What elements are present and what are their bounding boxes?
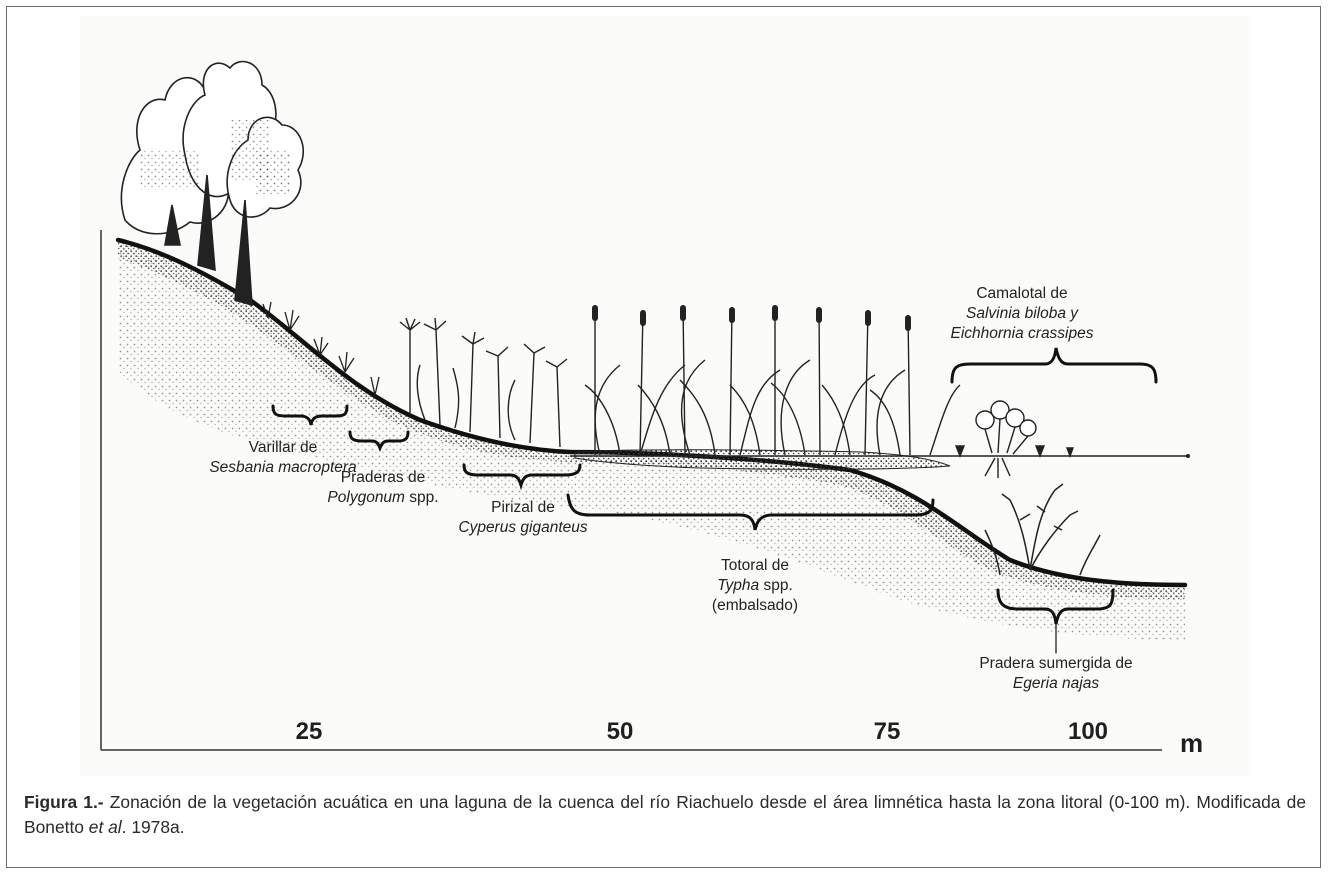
label-pradera-line2: Egeria najas (1012, 675, 1100, 692)
label-praderas-spp: spp. (404, 489, 439, 506)
axis-tick-25: 25 (295, 718, 323, 745)
grass-tufts (262, 301, 380, 396)
label-camalotal-line2: Salvinia biloba y (965, 305, 1078, 322)
label-totoral-spp: spp. (759, 577, 793, 594)
label-pirizal-line1: Pirizal de (491, 499, 555, 516)
egeria-plants (984, 483, 1101, 576)
axis-unit: m (1180, 728, 1204, 758)
label-pradera-sumergida: Pradera sumergida de Egeria najas (956, 654, 1156, 694)
label-pradera-line1: Pradera sumergida de (979, 655, 1133, 672)
figure-caption: Figura 1.- Zonación de la vegetación acu… (24, 790, 1306, 840)
label-camalotal: Camalotal de Salvinia biloba y Eichhorni… (932, 284, 1112, 344)
label-camalotal-line1: Camalotal de (976, 285, 1068, 302)
label-totoral-line3: (embalsado) (711, 597, 799, 614)
label-praderas-line1: Praderas de (340, 469, 426, 486)
label-varillar-line2: Sesbania macroptera (209, 459, 357, 476)
typha-reeds (584, 304, 961, 456)
label-totoral: Totoral de Typha spp. (embalsado) (680, 556, 830, 616)
axes (100, 230, 1162, 751)
caption-text: Zonación de la vegetación acuática en un… (24, 792, 1306, 837)
label-praderas-genus: Polygonum (327, 489, 405, 506)
axis-tick-100: 100 (1067, 718, 1109, 745)
typha-heads (592, 305, 911, 331)
label-totoral-line1: Totoral de (720, 557, 790, 574)
caption-tail: . 1978a. (121, 817, 185, 837)
floating-plants (954, 400, 1075, 478)
label-totoral-genus: Typha (717, 577, 760, 594)
label-pirizal-line2: Cyperus giganteus (458, 519, 588, 536)
axis-tick-50: 50 (606, 718, 634, 745)
caption-etal: et al (88, 817, 122, 837)
cyperus-plants (399, 317, 568, 448)
label-camalotal-line3: Eichhornia crassipes (950, 325, 1094, 342)
caption-label: Figura 1.- (24, 792, 104, 812)
label-varillar-line1: Varillar de (248, 439, 318, 456)
zone-braces (271, 347, 1158, 654)
label-varillar: Varillar de Sesbania macroptera (193, 438, 373, 478)
floating-mat (574, 449, 951, 470)
label-pirizal: Pirizal de Cyperus giganteus (458, 498, 588, 538)
label-praderas: Praderas de Polygonum spp. (318, 468, 448, 508)
axis-tick-75: 75 (873, 718, 901, 745)
trees (120, 60, 304, 307)
